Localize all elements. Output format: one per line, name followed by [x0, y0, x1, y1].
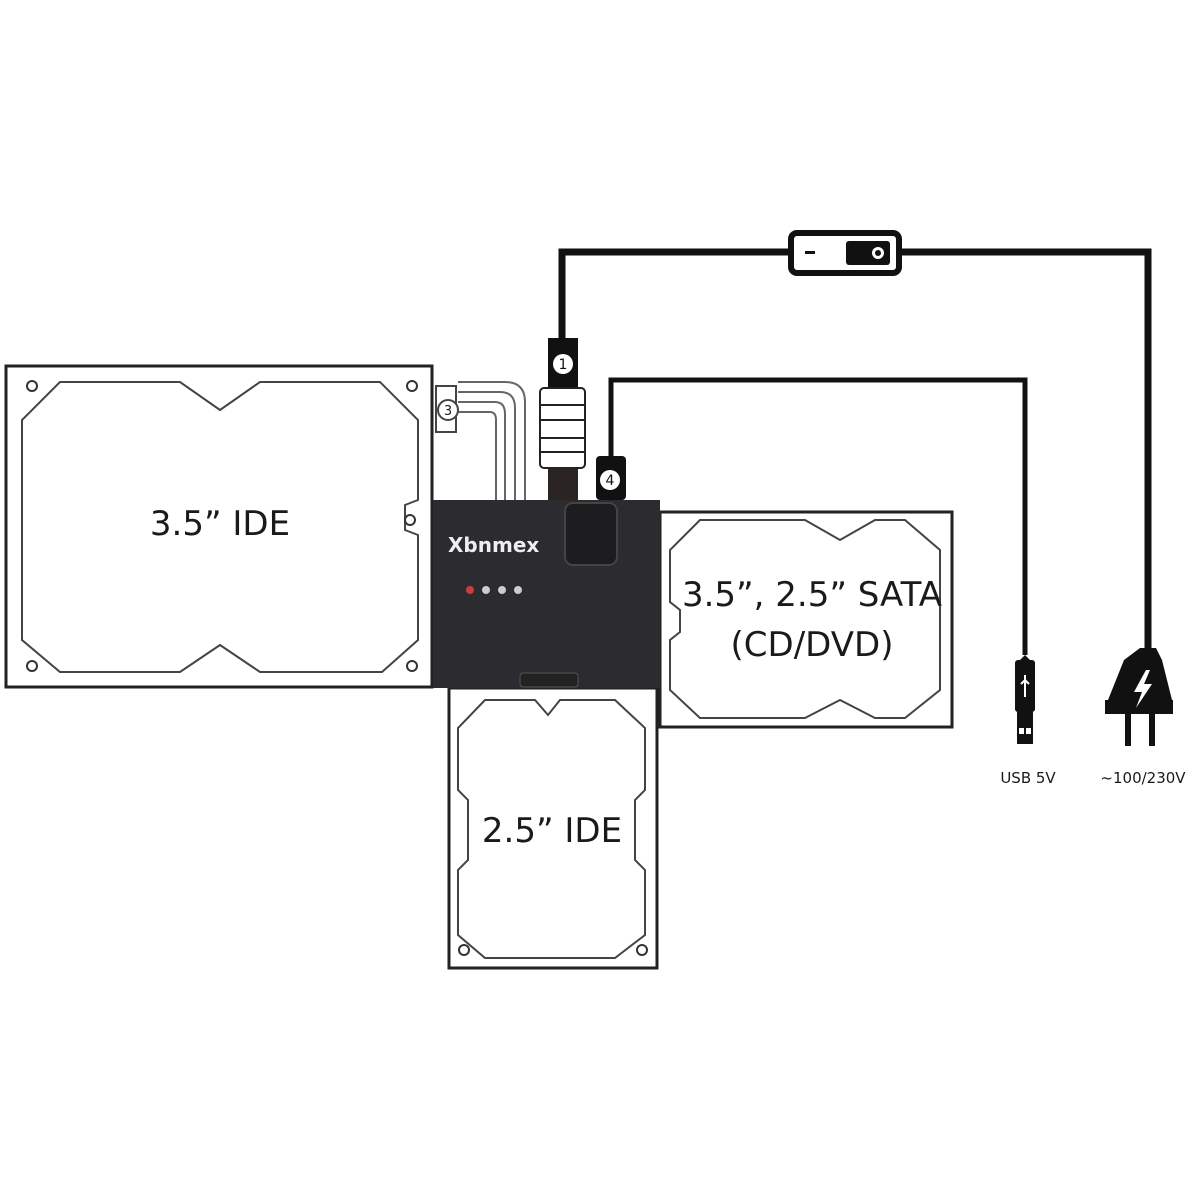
connector-4-label: 4 [606, 473, 615, 489]
led-1 [466, 586, 474, 594]
ide-power-cable: 3 [435, 381, 526, 500]
led-2 [482, 586, 490, 594]
connector-1-label: 1 [559, 357, 568, 373]
adapter-device: Xbnmex [433, 500, 660, 688]
usb-label: USB 5V [1000, 769, 1056, 787]
usb-cable [608, 377, 1028, 655]
drive-label-sata-1: 3.5”, 2.5” SATA [682, 575, 942, 615]
drive-label-ide25: 2.5” IDE [482, 811, 622, 851]
drive-2-5-ide: 2.5” IDE [447, 686, 659, 970]
power-plug-icon [1105, 648, 1173, 746]
power-cable [558, 248, 1152, 650]
mains-label: ~100/230V [1100, 769, 1186, 787]
drive-label-sata-2: (CD/DVD) [731, 625, 894, 665]
led-3 [498, 586, 506, 594]
usb-plug-icon [1015, 655, 1035, 744]
drive-sata: 3.5”, 2.5” SATA (CD/DVD) [658, 510, 954, 729]
brand-logo: Xbnmex [448, 533, 539, 557]
drive-3-5-ide: 3.5” IDE [4, 364, 434, 689]
drive-label-ide35: 3.5” IDE [150, 504, 290, 544]
connector-3-label: 3 [444, 404, 452, 419]
connector-4: 4 [596, 456, 626, 500]
connector-1: 1 [539, 338, 586, 502]
led-4 [514, 586, 522, 594]
power-switch-icon [788, 230, 902, 276]
